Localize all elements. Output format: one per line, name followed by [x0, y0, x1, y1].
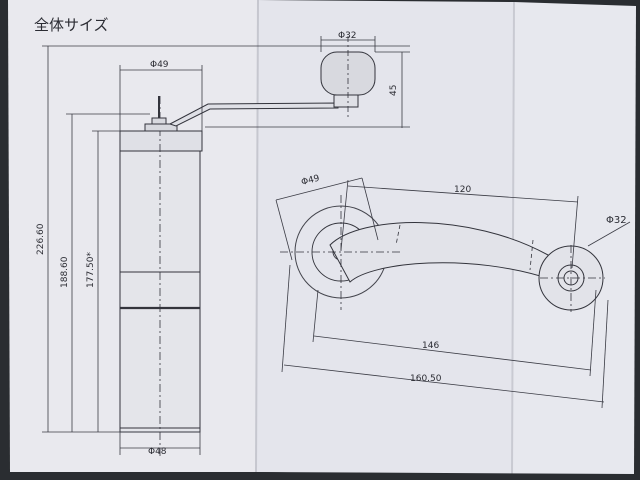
- arm-length-label: 120: [454, 185, 471, 195]
- knob-height-label: 45: [389, 85, 399, 96]
- base-diameter-label: Φ48: [148, 447, 167, 457]
- overall-span-label: 160.50: [410, 374, 442, 384]
- hub-diameter-label: Φ49: [300, 174, 321, 188]
- overall-height-label: 226.60: [36, 223, 46, 255]
- center-span-label: 146: [422, 341, 439, 351]
- body-height-label: 188.60: [60, 256, 70, 288]
- knob-diameter-top-label: Φ32: [606, 215, 627, 226]
- knob-diameter-label: Φ32: [338, 31, 357, 41]
- top-diameter-label: Φ49: [150, 60, 169, 70]
- crank-top-view: [280, 195, 605, 312]
- inner-height-label: 177.50*: [86, 252, 96, 288]
- top-dimension-lines: [275, 177, 631, 409]
- front-dimension-lines: [42, 36, 410, 455]
- grinder-front-view: [119, 36, 376, 456]
- sheet-title: 全体サイズ: [34, 16, 109, 34]
